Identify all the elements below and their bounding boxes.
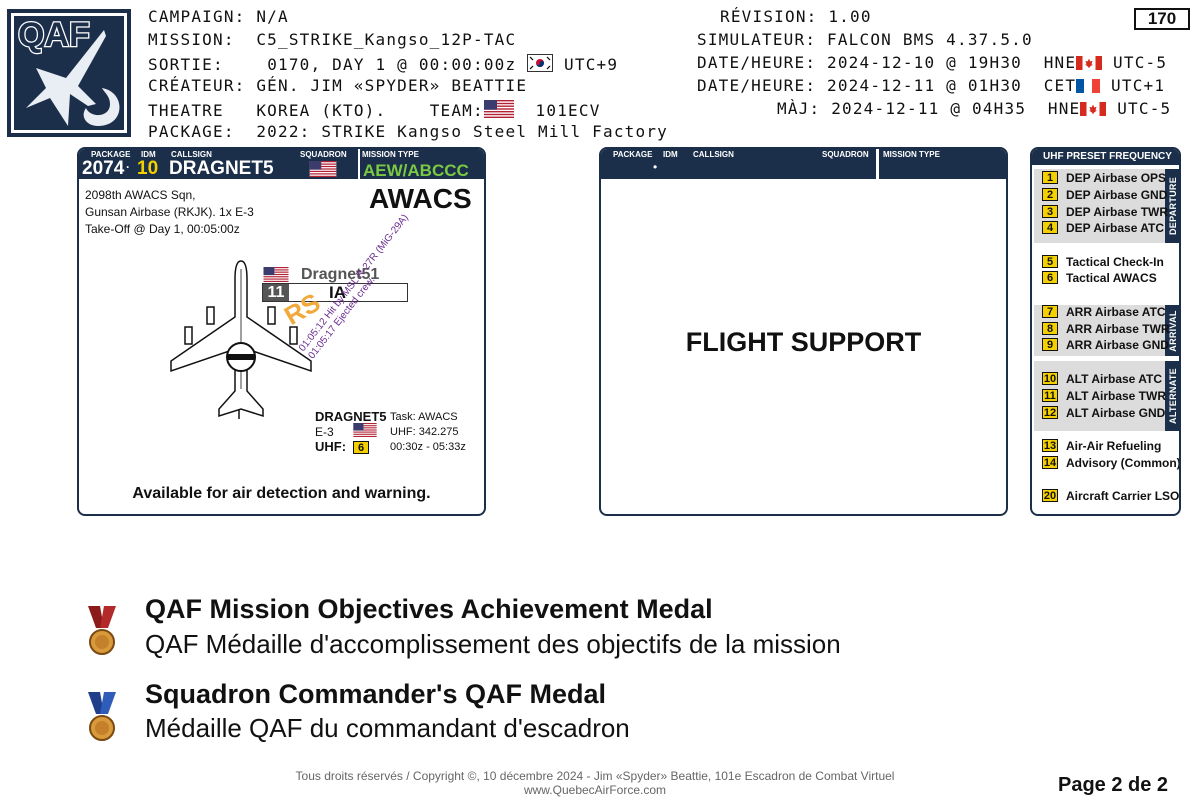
awacs-package-number: 2074 [82, 158, 125, 179]
datetime-hne-line: DATE/HEURE: 2024-12-10 @ 19H30 HNE UTC-5 [697, 53, 1168, 72]
awacs-header-bar: PACKAGE IDM CALLSIGN SQUADRON 2074 · 10 … [79, 149, 358, 179]
uhf-title: UHF PRESET FREQUENCY [1032, 149, 1179, 165]
awacs-idm: 10 [137, 158, 159, 179]
flight-support-card: PACKAGE IDM CALLSIGN SQUADRON • MISSION … [599, 147, 1008, 516]
footer-website[interactable]: www.QuebecAirForce.com [523, 783, 667, 797]
detail-uhf-preset: 6 [353, 441, 369, 454]
tag-callsign: Dragnet51 [301, 266, 380, 283]
campaign-line: CAMPAIGN: N/A [148, 7, 289, 26]
creator-line: CRÉATEUR: GÉN. JIM «SPYDER» BEATTIE [148, 76, 528, 95]
detail-task: Task: AWACS [390, 411, 458, 423]
medal-icon [88, 606, 116, 655]
usa-flag-icon [263, 267, 289, 282]
sortie-line: SORTIE: 0170, DAY 1 @ 00:00:00z UTC+9 [148, 54, 619, 74]
page-number-box: 170 [1134, 8, 1190, 30]
package-line: PACKAGE: 2022: STRIKE Kangso Steel Mill … [148, 122, 668, 141]
update-line: MÀJ: 2024-12-11 @ 04H35 HNE UTC-5 [777, 99, 1172, 118]
korea-flag-icon [527, 54, 554, 72]
datetime-cet-line: DATE/HEURE: 2024-12-11 @ 01H30 CET UTC+1 [697, 76, 1166, 95]
medal-icon [88, 692, 116, 741]
usa-flag-icon [353, 423, 377, 437]
tab-departure: DEPARTURE [1165, 169, 1179, 243]
awacs-flight-card: PACKAGE IDM CALLSIGN SQUADRON 2074 · 10 … [77, 147, 486, 516]
detail-time: 00:30z - 05:33z [390, 441, 466, 453]
revision-line: RÉVISION: 1.00 [720, 7, 872, 26]
support-mission-type-bar: MISSION TYPE [879, 149, 1006, 179]
detail-uhf-label: UHF: [315, 439, 347, 454]
canada-flag-icon [1080, 102, 1107, 116]
tab-arrival: ARRIVAL [1165, 305, 1179, 356]
support-header-bar: PACKAGE IDM CALLSIGN SQUADRON • [601, 149, 876, 179]
footer-copyright: Tous droits réservés / Copyright ©, 10 d… [200, 769, 990, 797]
awacs-title: AWACS [369, 183, 472, 214]
uhf-preset-panel: UHF PRESET FREQUENCY DEPARTURE ARRIVAL A… [1030, 147, 1181, 516]
theatre-line: THEATRE KOREA (KTO). TEAM: 101ECV [148, 100, 601, 120]
e3-aircraft-icon [170, 260, 312, 419]
tag-box: 11 IA [262, 283, 408, 302]
awacs-mission-type-bar: MISSION TYPE AEW/ABCCC [360, 149, 484, 180]
tab-alternate: ALTERNATE [1165, 361, 1179, 431]
medal-2-title: Squadron Commander's QAF Medal [145, 679, 606, 709]
usa-flag-icon [483, 100, 514, 118]
france-flag-icon [1076, 79, 1101, 93]
qaf-logo-icon: QAF [7, 9, 131, 137]
page-indicator: Page 2 de 2 [1058, 774, 1169, 796]
medal-1-title: QAF Mission Objectives Achievement Medal [145, 594, 713, 624]
simulator-line: SIMULATEUR: FALCON BMS 4.37.5.0 [697, 30, 1033, 49]
awacs-mission-type: AEW/ABCCC [363, 161, 469, 180]
detail-callsign: DRAGNET5 [315, 409, 387, 424]
awacs-callsign: DRAGNET5 [169, 158, 274, 179]
awacs-footer: Available for air detection and warning. [132, 485, 431, 502]
awacs-info: 2098th AWACS Sqn, Gunsan Airbase (RKJK).… [85, 188, 254, 236]
flight-support-title: FLIGHT SUPPORT [685, 327, 922, 357]
usa-flag-icon [309, 161, 337, 177]
svg-text:QAF: QAF [18, 16, 90, 54]
mission-line: MISSION: C5_STRIKE_Kangso_12P-TAC [148, 30, 517, 49]
medal-1-subtitle: QAF Médaille d'accomplissement des objec… [145, 629, 841, 659]
detail-uhf-freq: UHF: 342.275 [390, 426, 459, 438]
medal-2-subtitle: Médaille QAF du commandant d'escadron [145, 713, 630, 743]
canada-flag-icon [1076, 56, 1103, 70]
detail-aircraft-type: E-3 [315, 425, 334, 439]
